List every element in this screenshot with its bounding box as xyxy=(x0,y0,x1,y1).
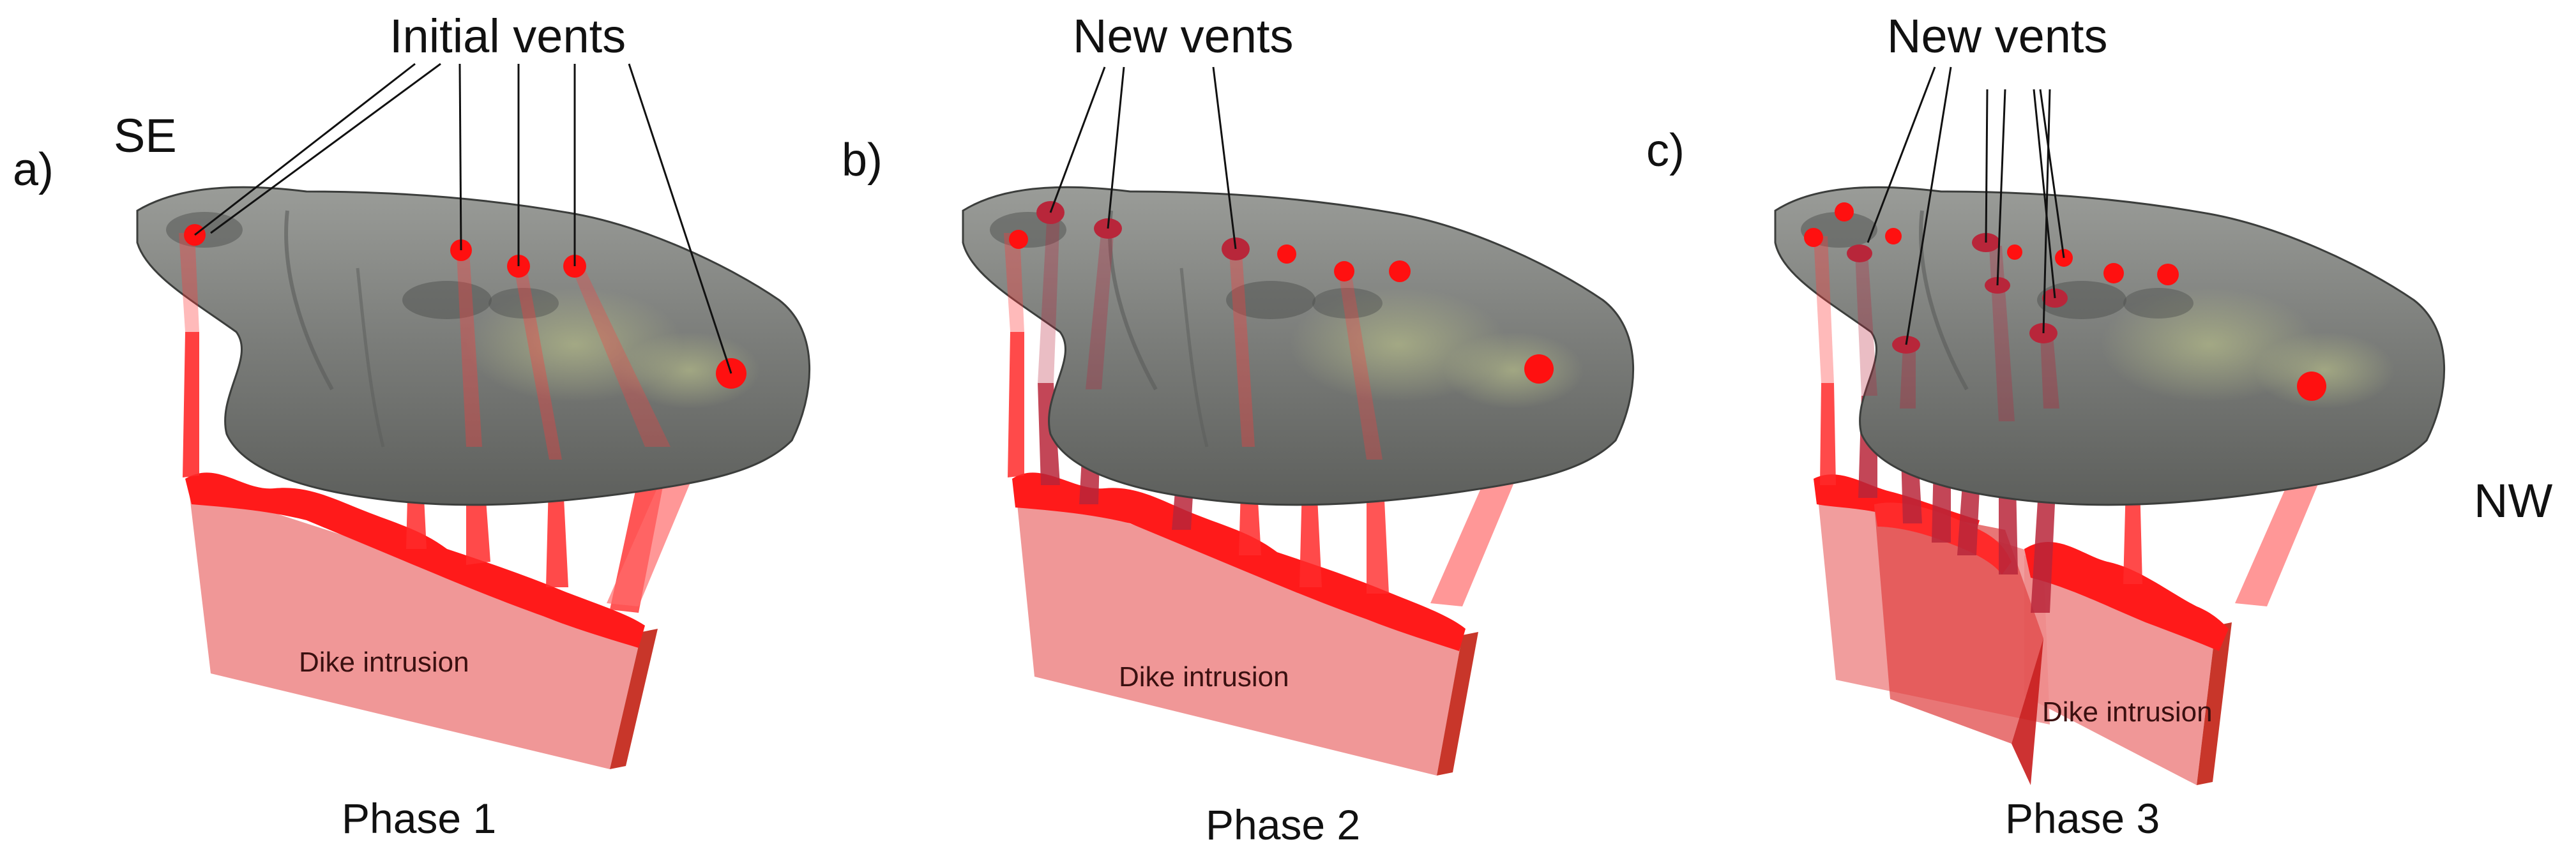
dike-intrusion-a xyxy=(185,472,658,769)
dike-side xyxy=(1437,632,1478,776)
vent-dot xyxy=(1835,202,1854,222)
dike-side xyxy=(610,629,658,769)
vent-dot xyxy=(2007,244,2022,260)
vent-dot xyxy=(1334,261,1354,282)
vent-dot xyxy=(1277,244,1296,264)
dike-top xyxy=(185,472,645,648)
vent-dot xyxy=(2297,372,2326,401)
callout-initial-vents: Initial vents xyxy=(390,10,626,63)
dike-side xyxy=(2197,622,2232,785)
panel-c: c) New vents xyxy=(1646,10,2446,842)
leader-lines-b xyxy=(1049,66,1237,250)
dike-top xyxy=(2024,542,2229,651)
dike-label-a: Dike intrusion xyxy=(299,647,469,678)
panel-a: a) Initial vents xyxy=(13,10,811,842)
vent-dot xyxy=(1804,228,1823,247)
panel-b: b) New vents xyxy=(842,10,1635,848)
vent-dot xyxy=(1389,260,1411,282)
terrain-c xyxy=(1774,186,2446,506)
callout-new-vents-b: New vents xyxy=(1073,10,1293,63)
phase-label-2: Phase 2 xyxy=(1206,801,1360,848)
panel-letter-b: b) xyxy=(842,135,883,186)
terrain-b xyxy=(962,186,1635,506)
dike-label-c: Dike intrusion xyxy=(2042,696,2213,728)
panel-letter-c: c) xyxy=(1646,125,1685,176)
vent-dot xyxy=(1885,228,1902,244)
terrain-a xyxy=(136,186,811,506)
callout-new-vents-c: New vents xyxy=(1887,10,2107,63)
vents-a xyxy=(184,224,746,389)
dike-label-b: Dike intrusion xyxy=(1119,661,1289,693)
phase-label-1: Phase 1 xyxy=(342,795,496,842)
vents-b xyxy=(1009,201,1554,384)
phase-label-3: Phase 3 xyxy=(2005,795,2160,842)
orientation-nw: NW xyxy=(2474,474,2552,527)
dike-top xyxy=(1012,472,1466,651)
dike-face xyxy=(1015,485,1462,776)
leader-lines-c xyxy=(1867,66,2065,345)
dike-face xyxy=(188,485,642,769)
vent-dot xyxy=(2157,264,2179,285)
vent-dot xyxy=(2103,263,2124,283)
dike-intrusion-b xyxy=(1012,472,1478,776)
orientation-se: SE xyxy=(114,109,177,162)
vent-dot xyxy=(1009,230,1028,249)
leader-lines-a xyxy=(194,63,732,374)
new-vent-ellipse xyxy=(1847,244,1872,262)
panel-letter-a: a) xyxy=(13,144,54,195)
vent-dot xyxy=(1524,354,1554,384)
dike-intrusion-c xyxy=(2024,542,2232,785)
